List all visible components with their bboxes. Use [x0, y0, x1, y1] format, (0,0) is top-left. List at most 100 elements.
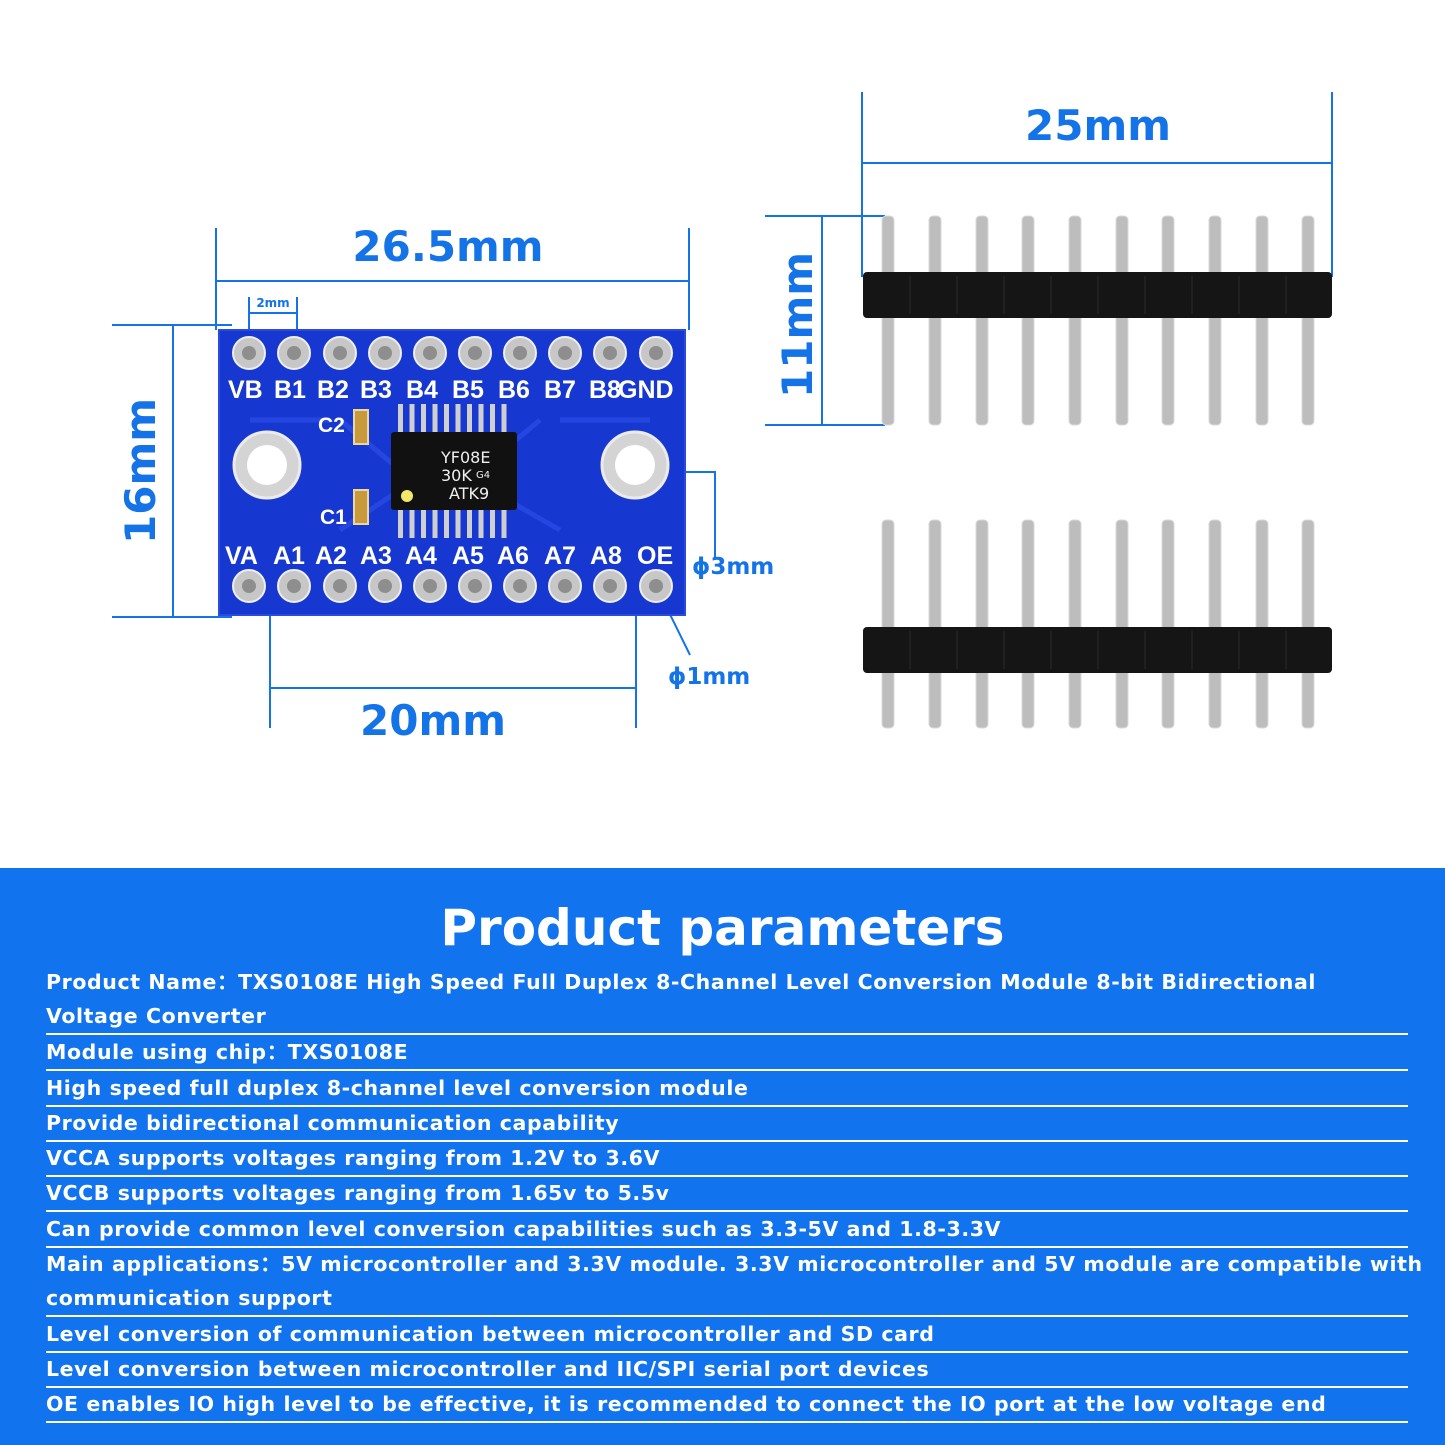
pcb-pin-hole-bottom-4	[368, 569, 402, 603]
chip-line2-small: G4	[476, 470, 490, 481]
hole-spacing-label: 20mm	[360, 696, 506, 745]
pcb-pin-hole-top-6	[458, 336, 492, 370]
chip-line2: 30K	[441, 466, 472, 485]
header-pin	[975, 519, 989, 729]
pcb-pin-hole-top-10	[639, 336, 673, 370]
chip-leg	[490, 404, 495, 434]
param-row-iic-spi: Level conversion between microcontroller…	[46, 1352, 1408, 1388]
chip-leg	[455, 508, 461, 538]
pin-label-a2: A2	[315, 542, 347, 570]
header-pin	[1021, 215, 1035, 426]
pin-label-va: VA	[225, 542, 258, 570]
pin-label-b2: B2	[317, 376, 349, 404]
chip-line3: ATK9	[449, 484, 489, 503]
param-row-vcca: VCCA supports voltages ranging from 1.2V…	[46, 1141, 1408, 1177]
pcb-pin-hole-top-1	[232, 336, 266, 370]
param-row-bidirectional: Provide bidirectional communication capa…	[46, 1106, 1408, 1142]
header-pin	[1161, 519, 1175, 729]
chip-leg	[444, 508, 449, 538]
chip-leg	[398, 508, 403, 538]
header-pin	[1021, 519, 1035, 729]
chip-line1: YF08E	[440, 448, 490, 467]
pin-label-b8: B8	[589, 376, 621, 404]
chip-leg	[421, 404, 426, 434]
header-pin	[1255, 519, 1269, 729]
chip-leg	[432, 508, 438, 538]
header-pin	[1208, 519, 1222, 729]
chip-leg	[467, 404, 472, 434]
pcb-pin-hole-bottom-9	[593, 569, 627, 603]
pin-header-bottom	[863, 519, 1332, 729]
header-pin	[928, 519, 942, 729]
pcb-pin-hole-top-3	[323, 336, 357, 370]
pin-label-a5: A5	[452, 542, 484, 570]
param-row-level-conversion: Can provide common level conversion capa…	[46, 1212, 1408, 1248]
chip-leg	[501, 404, 507, 434]
header-pin	[1161, 215, 1175, 426]
pcb-pin-hole-top-7	[503, 336, 537, 370]
param-row-sd-card: Level conversion of communication betwee…	[46, 1317, 1408, 1353]
pcb-pin-hole-bottom-5	[413, 569, 447, 603]
pin-label-oe: OE	[637, 542, 673, 570]
module-dimension-diagram: 26.5mm 2mm 16mm 20mm ϕ3mm ϕ1mm 25mm 11mm…	[112, 92, 1333, 745]
header-pin	[1068, 519, 1082, 729]
product-parameters-panel: Product parameters Product Name：TXS0108E…	[0, 868, 1445, 1445]
chip-leg	[432, 404, 438, 434]
pcb-pin-hole-top-2	[277, 336, 311, 370]
header-pin	[1255, 215, 1269, 426]
pin-label-a3: A3	[360, 542, 392, 570]
pin-label-b4: B4	[406, 376, 438, 404]
header-pin	[975, 215, 989, 426]
capacitor-c1	[353, 489, 369, 525]
pcb-pin-hole-top-4	[368, 336, 402, 370]
param-row-applications-line2: communication support	[46, 1286, 333, 1310]
pin-label-b5: B5	[452, 376, 484, 404]
capacitors: C2 C1	[318, 409, 369, 529]
pin-label-b7: B7	[544, 376, 576, 404]
pcb-pin-hole-bottom-6	[458, 569, 492, 603]
pin-label-gnd: GND	[618, 376, 674, 404]
chip-leg	[444, 404, 449, 434]
chip-pin1-marker	[401, 490, 413, 502]
pin-label-vb: VB	[228, 376, 263, 404]
pin-label-a8: A8	[590, 542, 622, 570]
chip-leg	[409, 508, 415, 538]
pin-label-b3: B3	[360, 376, 392, 404]
pitch-label: 2mm	[256, 296, 289, 310]
param-row-duplex: High speed full duplex 8-channel level c…	[46, 1071, 1408, 1107]
chip-leg	[478, 508, 484, 538]
chip: YF08E 30K G4 ATK9	[391, 404, 517, 538]
capacitor-c2	[353, 409, 369, 445]
pin-label-a6: A6	[497, 542, 529, 570]
dimension-labels: 26.5mm 2mm 16mm 20mm ϕ3mm ϕ1mm 25mm 11mm	[116, 101, 1171, 745]
pin-label-a7: A7	[544, 542, 576, 570]
chip-leg	[455, 404, 461, 434]
chip-leg	[398, 404, 403, 434]
header-pin	[1301, 519, 1315, 729]
pin-label-b1: B1	[274, 376, 306, 404]
capacitor-c2-label: C2	[318, 414, 345, 437]
pcb-pin-hole-bottom-3	[323, 569, 357, 603]
pcb-pin-hole-bottom-7	[503, 569, 537, 603]
param-row-applications: Main applications：5V microcontroller and…	[46, 1247, 1422, 1317]
pcb-pin-hole-bottom-1	[232, 569, 266, 603]
param-row-product-name-line1: Product Name：TXS0108E High Speed Full Du…	[46, 970, 1317, 994]
header-pin	[928, 215, 942, 426]
header-height-label: 11mm	[773, 252, 822, 398]
capacitor-c1-label: C1	[320, 506, 347, 529]
header-pin	[1301, 215, 1315, 426]
pin-label-a1: A1	[273, 542, 305, 570]
chip-leg	[409, 404, 415, 434]
param-row-oe: OE enables IO high level to be effective…	[46, 1387, 1408, 1423]
header-length-label: 25mm	[1025, 101, 1171, 150]
chip-leg	[421, 508, 426, 538]
pin-header-top	[863, 215, 1332, 426]
chip-leg	[501, 508, 507, 538]
param-row-product-name-line2: Voltage Converter	[46, 1004, 267, 1028]
chip-leg	[478, 404, 484, 434]
pcb-pin-hole-top-5	[413, 336, 447, 370]
panel-title: Product parameters	[440, 899, 1005, 957]
chip-leg	[467, 508, 472, 538]
pin-label-b6: B6	[498, 376, 530, 404]
